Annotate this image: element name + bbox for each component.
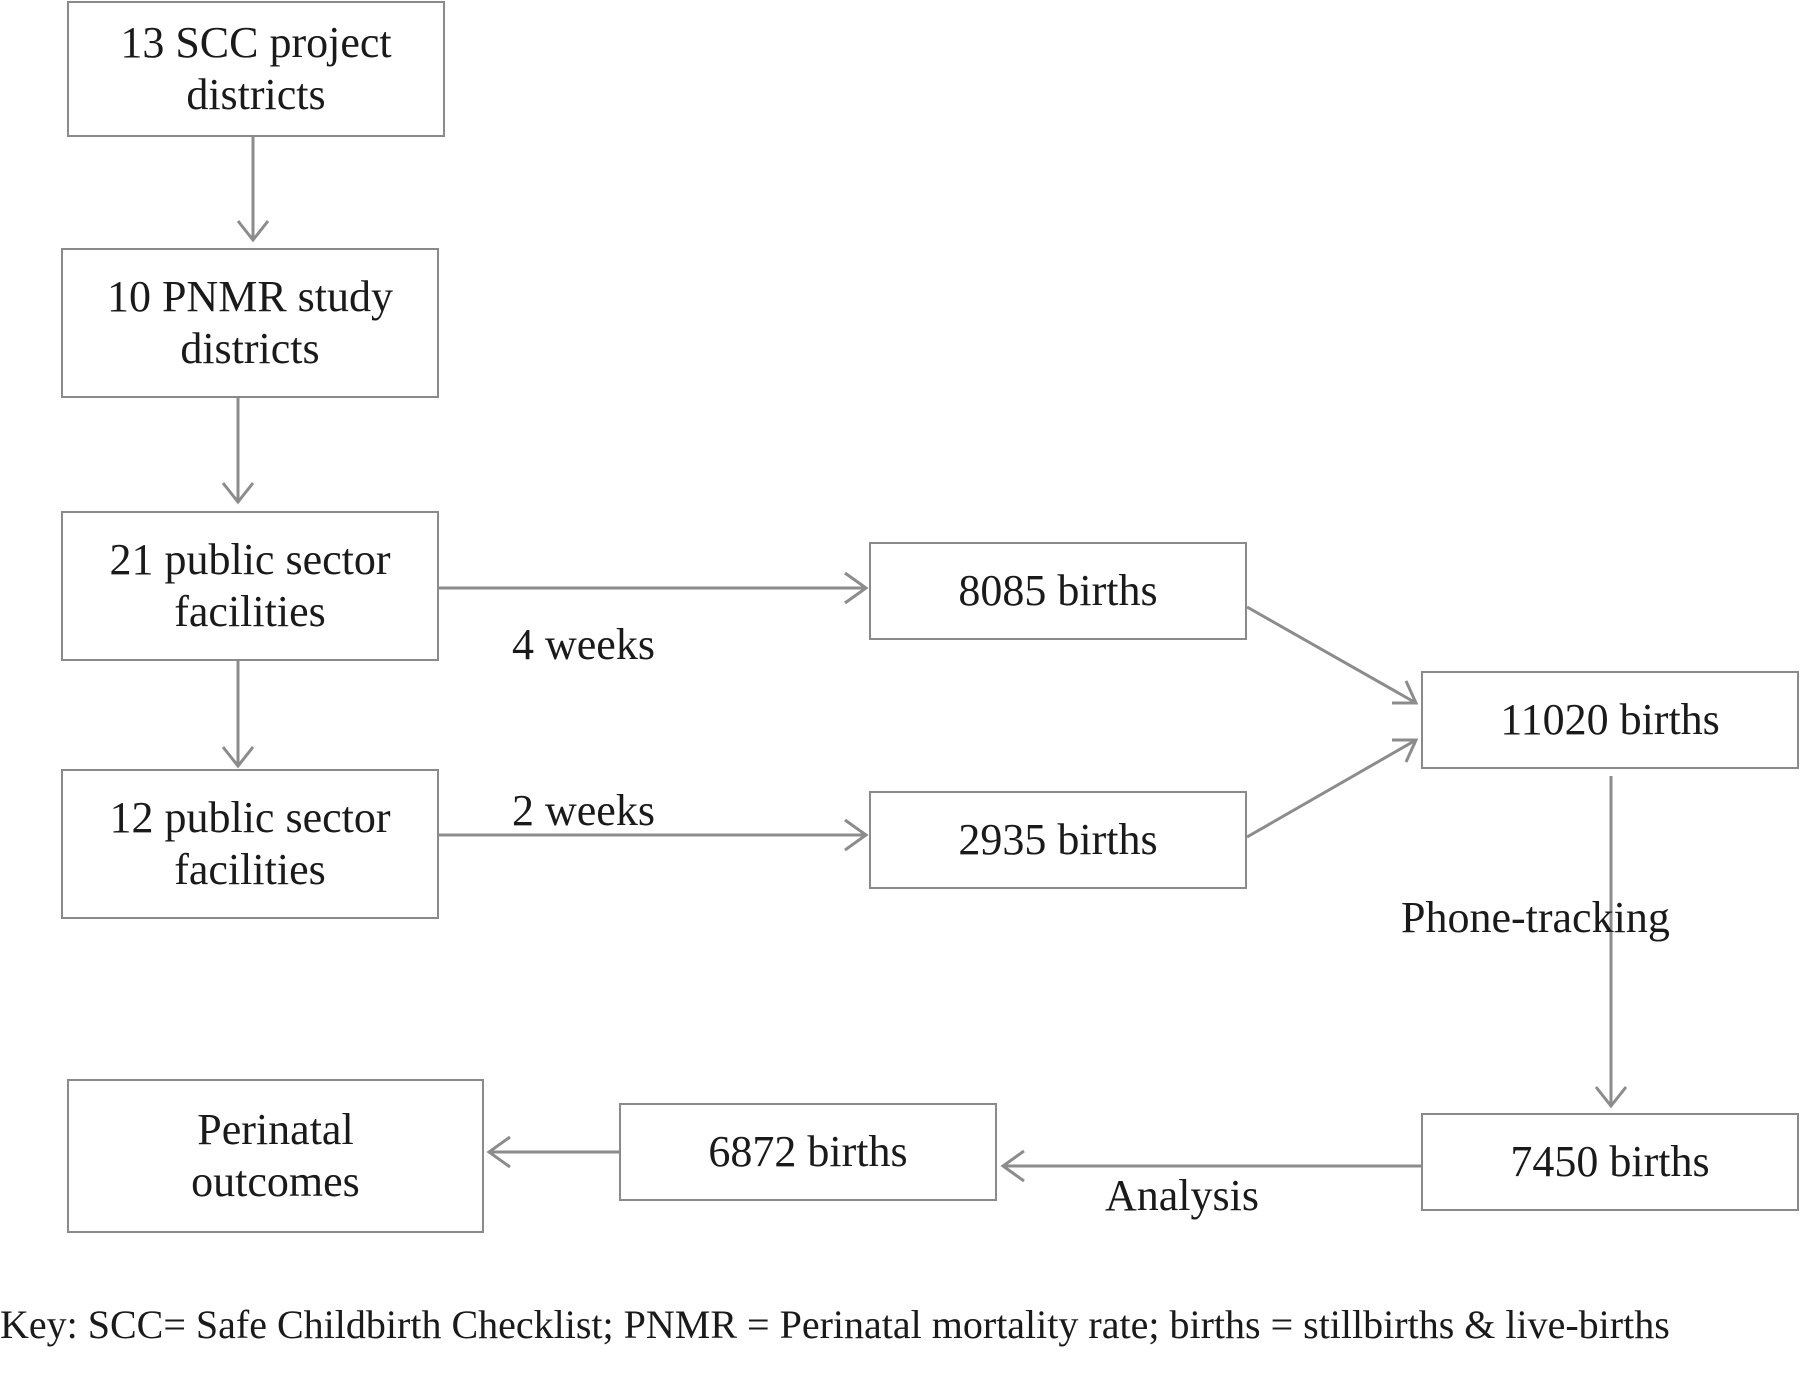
box-7450-births-text: 7450 births <box>1510 1137 1710 1186</box>
label-4-weeks: 4 weeks <box>512 620 655 669</box>
box-21-public-sector-facilities: 21 public sector facilities <box>61 511 439 661</box>
box-12-public-sector-facilities-text: 12 public sector facilities <box>109 793 391 894</box>
box-12-public-sector-facilities: 12 public sector facilities <box>61 769 439 919</box>
arrowhead-6872-to-perinatal-outcomes <box>486 1135 511 1169</box>
box-6872-births: 6872 births <box>619 1103 997 1201</box>
box-21-public-sector-facilities-text: 21 public sector facilities <box>109 535 391 636</box>
arrowhead-12-facilities-to-2935 <box>844 818 869 852</box>
box-perinatal-outcomes-text: Perinatal outcomes <box>191 1105 360 1206</box>
box-10-pnmr-study-districts-text: 10 PNMR study districts <box>106 272 394 373</box>
box-13-scc-project-districts-text: 13 SCC project districts <box>120 18 392 119</box>
box-7450-births: 7450 births <box>1421 1113 1799 1211</box>
box-10-pnmr-study-districts: 10 PNMR study districts <box>61 248 439 398</box>
label-2-weeks: 2 weeks <box>512 786 655 835</box>
arrowhead-scc-to-pnmr <box>236 220 270 243</box>
arrowhead-21-to-12-facilities <box>221 746 255 769</box>
box-2935-births-text: 2935 births <box>958 815 1158 864</box>
arrowhead-21-facilities-to-8085 <box>844 571 869 605</box>
box-13-scc-project-districts: 13 SCC project districts <box>67 1 445 137</box>
arrow-8085-to-11020 <box>1246 605 1417 705</box>
label-phone-tracking: Phone-tracking <box>1401 893 1670 942</box>
box-8085-births: 8085 births <box>869 542 1247 640</box>
arrowhead-7450-to-6872 <box>1000 1149 1025 1183</box>
box-11020-births: 11020 births <box>1421 671 1799 769</box>
box-6872-births-text: 6872 births <box>708 1127 908 1176</box>
box-8085-births-text: 8085 births <box>958 566 1158 615</box>
key-legend: Key: SCC= Safe Childbirth Checklist; PNM… <box>0 1302 1670 1347</box>
box-2935-births: 2935 births <box>869 791 1247 889</box>
box-11020-births-text: 11020 births <box>1500 695 1720 744</box>
arrowhead-2935-to-11020 <box>1392 738 1419 763</box>
box-perinatal-outcomes: Perinatal outcomes <box>67 1079 484 1233</box>
label-analysis: Analysis <box>1105 1171 1259 1220</box>
arrowhead-8085-to-11020 <box>1392 680 1419 705</box>
arrowhead-11020-to-7450 <box>1594 1086 1628 1109</box>
arrow-2935-to-11020 <box>1246 738 1417 839</box>
arrowhead-pnmr-to-21-facilities <box>221 482 255 505</box>
